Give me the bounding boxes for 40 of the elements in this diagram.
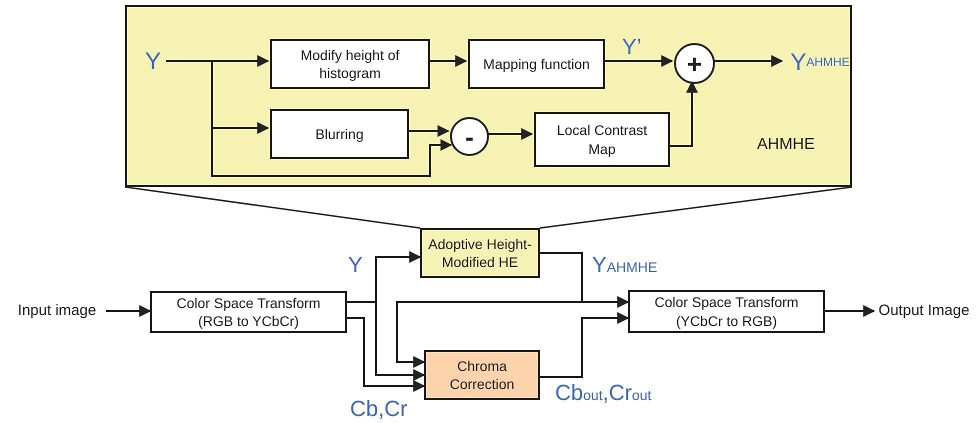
arrow: [487, 128, 534, 140]
operator-circle: [674, 43, 715, 84]
arrow: [407, 125, 450, 137]
edge-label: Cb,Cr: [350, 396, 408, 422]
arrow: [396, 252, 583, 368]
process-box: [468, 39, 605, 89]
arrow: [825, 305, 876, 317]
process-box: [628, 290, 825, 333]
io-label: Input image: [8, 300, 106, 322]
process-box: [270, 109, 409, 159]
box-label: Local Contrast Map: [556, 121, 648, 158]
process-box: [534, 112, 670, 167]
box-label: Mapping function: [483, 54, 590, 74]
arrow: [347, 301, 426, 381]
operator-symbol: -: [465, 124, 474, 150]
box-label: Blurring: [315, 124, 364, 144]
arrow: [540, 312, 630, 378]
edge-label: Y’: [622, 34, 642, 60]
io-label: Output Image: [874, 300, 974, 322]
signal-label: Y: [138, 46, 168, 78]
box-label: Modify height of histogram: [300, 46, 400, 82]
arrow: [603, 55, 674, 67]
box-label: Chroma Correction: [448, 356, 516, 394]
box-label: Color Space Transform (YCbCr to RGB): [654, 293, 800, 330]
edge-label: Y: [348, 252, 363, 278]
process-box: [424, 350, 540, 400]
process-box: [150, 291, 347, 333]
arrow: [106, 305, 152, 317]
process-box: [420, 228, 540, 278]
operator-circle: [450, 117, 489, 156]
process-box: [270, 39, 430, 89]
operator-symbol: +: [686, 50, 702, 76]
arrow: [428, 55, 468, 67]
arrow: [166, 60, 452, 177]
box-label: Adoptive Height-Modified HE: [428, 234, 532, 272]
module-panel: [125, 5, 852, 187]
arrow: [713, 55, 784, 67]
arrow: [347, 317, 426, 392]
panel-title: AHMHE: [757, 135, 815, 155]
box-label: Color Space Transform (RGB to YCbCr): [176, 294, 322, 330]
